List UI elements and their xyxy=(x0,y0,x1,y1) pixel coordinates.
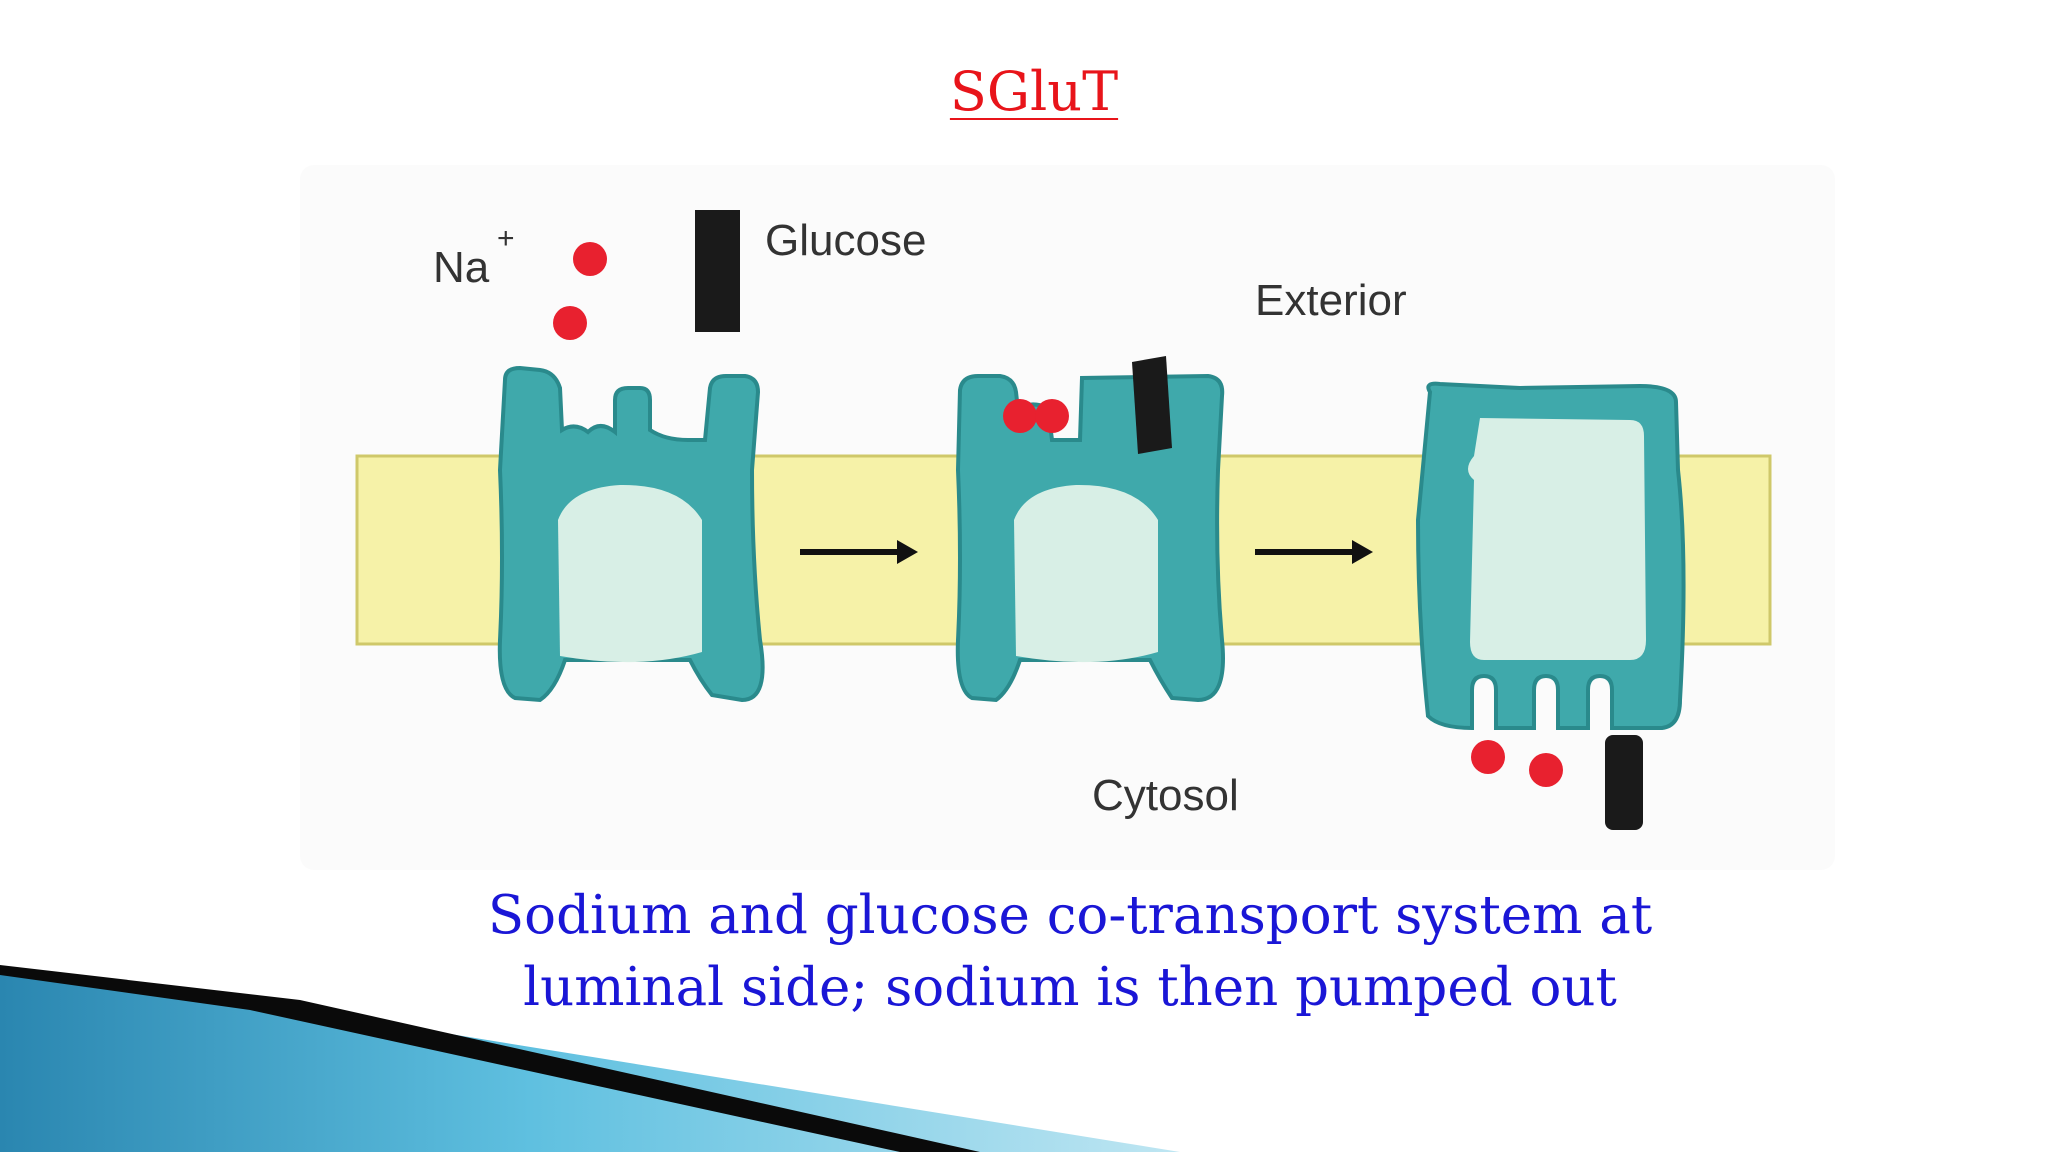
slide-title: SGluT xyxy=(949,60,1119,123)
transporter-open-exterior xyxy=(497,365,765,703)
glucose-molecule xyxy=(695,210,740,332)
transporter-open-cytosol xyxy=(1415,381,1686,731)
bound-sodium-ion xyxy=(1035,399,1069,433)
glucose-label: Glucose xyxy=(765,216,926,265)
caption-line-2: luminal side; sodium is then pumped out xyxy=(523,957,1617,1018)
bound-sodium-ion xyxy=(1003,399,1037,433)
arrow-step-2 xyxy=(1255,540,1373,564)
released-sodium-ion xyxy=(1471,740,1505,774)
sodium-ion xyxy=(553,306,587,340)
caption-line-1: Sodium and glucose co-transport system a… xyxy=(487,885,1653,946)
released-glucose-molecule xyxy=(1605,735,1643,830)
bound-glucose-molecule xyxy=(1132,356,1172,454)
arrow-step-1 xyxy=(800,540,918,564)
sodium-label: Na xyxy=(433,243,490,292)
sodium-charge-label: + xyxy=(497,222,515,255)
cytosol-label: Cytosol xyxy=(1092,771,1239,820)
sodium-ion xyxy=(573,242,607,276)
slide-caption: Sodium and glucose co-transport system a… xyxy=(420,880,1720,1024)
swoosh-black-band xyxy=(0,965,980,1152)
released-sodium-ion xyxy=(1529,753,1563,787)
transporter-bound xyxy=(955,373,1225,703)
exterior-label: Exterior xyxy=(1255,276,1407,325)
